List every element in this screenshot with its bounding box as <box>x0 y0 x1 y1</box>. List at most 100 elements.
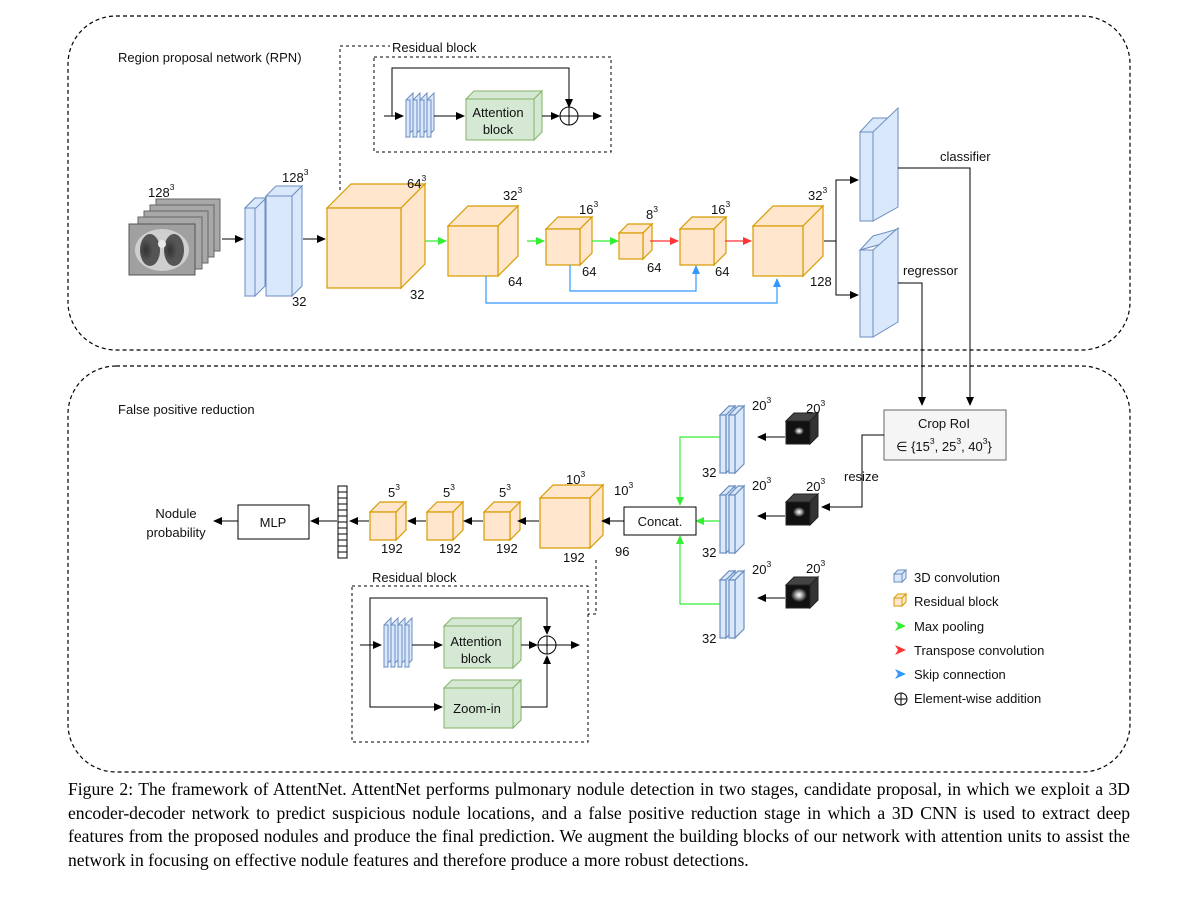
fp-conv-stack-a <box>718 404 746 475</box>
nodule-patch-1 <box>784 411 820 446</box>
legend-item-addition: Element-wise addition <box>894 691 1041 706</box>
residual-cube-32b <box>751 204 825 278</box>
dim-fp-conv-20a: 203 <box>752 395 771 413</box>
conv-stack-top <box>405 91 435 139</box>
fp-residual-cube-5c <box>482 500 522 542</box>
residual-cube-8 <box>617 222 654 261</box>
flatten-cell <box>337 497 348 505</box>
fp-conv-stack-b <box>718 484 746 555</box>
ct-slice-stack <box>128 198 221 276</box>
dim-patch-20c: 203 <box>806 558 825 576</box>
svg-text:Element-wise addition: Element-wise addition <box>914 691 1041 706</box>
residual-cube-64 <box>325 182 427 290</box>
fp-residual-cube-10 <box>538 483 605 550</box>
classifier-conv <box>858 106 900 222</box>
attention-block-bottom: Attention block <box>442 616 523 670</box>
fp-residual-cube-5a <box>368 500 408 542</box>
dim-res-32: 323 <box>503 185 522 203</box>
conv-stack-bottom <box>383 616 413 669</box>
ch-res-16: 64 <box>582 264 596 279</box>
ch-res-16b: 64 <box>715 264 729 279</box>
nodule-patch-2 <box>784 492 820 527</box>
ch-fp-res-5b: 192 <box>439 541 461 556</box>
framework-diagram: Region proposal network (RPN) False posi… <box>67 15 1131 773</box>
conv-128 <box>243 184 304 298</box>
flatten-cell <box>337 521 348 529</box>
output-line1: Nodule <box>155 506 196 521</box>
arrow-red-icon <box>895 645 906 655</box>
svg-text:3D convolution: 3D convolution <box>914 570 1000 585</box>
concat-box: Concat. <box>623 506 697 536</box>
ch-fp-conv-a: 32 <box>702 465 716 480</box>
attention-block-top: Attention block <box>464 89 544 142</box>
cube-orange-icon <box>892 592 908 608</box>
legend-item-transpose: Transpose convolution <box>895 643 1044 658</box>
fp-conv-slab-a2 <box>727 404 746 475</box>
figure-caption: Figure 2: The framework of AttentNet. At… <box>68 779 1130 870</box>
regressor-conv <box>858 226 900 338</box>
output-line2: probability <box>146 525 206 540</box>
crop-roi-title: Crop RoI <box>918 416 970 431</box>
regressor-label: regressor <box>903 263 959 278</box>
zoom-in-label: Zoom-in <box>453 701 501 716</box>
dim-fp-res-5b: 53 <box>443 482 455 500</box>
flatten-cell <box>337 491 348 499</box>
crop-roi-box: Crop RoI ∈ {153, 253, 403} <box>883 409 1007 461</box>
dim-fp-conv-20b: 203 <box>752 475 771 493</box>
legend-item-maxpool: Max pooling <box>895 619 984 634</box>
dim-conv-128: 1283 <box>282 167 309 185</box>
classifier-label: classifier <box>940 149 991 164</box>
residual-block-top: Residual block Attention block <box>339 40 612 190</box>
dim-patch-20a: 203 <box>806 398 825 416</box>
ch-fp-res-10: 192 <box>563 550 585 565</box>
flatten-cell <box>337 509 348 517</box>
dim-res-16b: 163 <box>711 199 730 217</box>
legend-item-skip: Skip connection <box>895 667 1006 682</box>
zoom-in-block: Zoom-in <box>442 678 523 730</box>
dim-fp-res-5a: 53 <box>388 482 400 500</box>
flatten-cell <box>337 533 348 541</box>
residual-cube-16 <box>544 215 594 267</box>
attention-bottom-line2: block <box>461 651 492 666</box>
dim-patch-20b: 203 <box>806 476 825 494</box>
nodule-patch-3 <box>784 575 820 610</box>
cube-blue-icon <box>892 568 908 584</box>
dim-fp-conv-20c: 203 <box>752 559 771 577</box>
fpr-frame <box>67 365 1131 773</box>
ch-res-32b: 128 <box>810 274 832 289</box>
legend-item-conv: 3D convolution <box>892 568 1000 585</box>
flatten-cell <box>337 503 348 511</box>
svg-text:Transpose convolution: Transpose convolution <box>914 643 1044 658</box>
rpn-title: Region proposal network (RPN) <box>118 50 302 65</box>
fpr-title: False positive reduction <box>118 402 255 417</box>
ch-fp-res-5a: 192 <box>381 541 403 556</box>
concat-label: Concat. <box>638 514 683 529</box>
resize-label: resize <box>844 469 879 484</box>
fp-conv-stack-c <box>718 569 746 640</box>
dim-fp-res-10: 103 <box>566 469 585 487</box>
oplus-icon <box>894 692 908 706</box>
dim-concat: 103 <box>614 480 633 498</box>
dim-input-128: 1283 <box>148 182 175 200</box>
ch-res-32: 64 <box>508 274 522 289</box>
svg-text:Max pooling: Max pooling <box>914 619 984 634</box>
dim-fp-res-5c: 53 <box>499 482 511 500</box>
dim-res-16: 163 <box>579 199 598 217</box>
rpn-frame <box>67 15 1131 351</box>
fp-conv-slab-c2 <box>727 569 746 640</box>
ch-res-8: 64 <box>647 260 661 275</box>
oplus-icon-top <box>559 106 579 126</box>
attention-top-line2: block <box>483 122 514 137</box>
mlp-box: MLP <box>237 504 310 540</box>
residual-block-top-title: Residual block <box>392 40 477 55</box>
skip-connection-2 <box>485 276 781 304</box>
flatten-cell <box>337 545 348 553</box>
flatten-cell <box>337 551 348 559</box>
flatten-cell <box>337 539 348 547</box>
crop-roi-set: ∈ {153, 253, 403} <box>896 436 992 454</box>
ch-concat: 96 <box>615 544 629 559</box>
svg-text:Residual block: Residual block <box>914 594 999 609</box>
flatten-cell <box>337 485 348 493</box>
flatten-cell <box>337 527 348 535</box>
legend-item-residual: Residual block <box>892 592 999 609</box>
